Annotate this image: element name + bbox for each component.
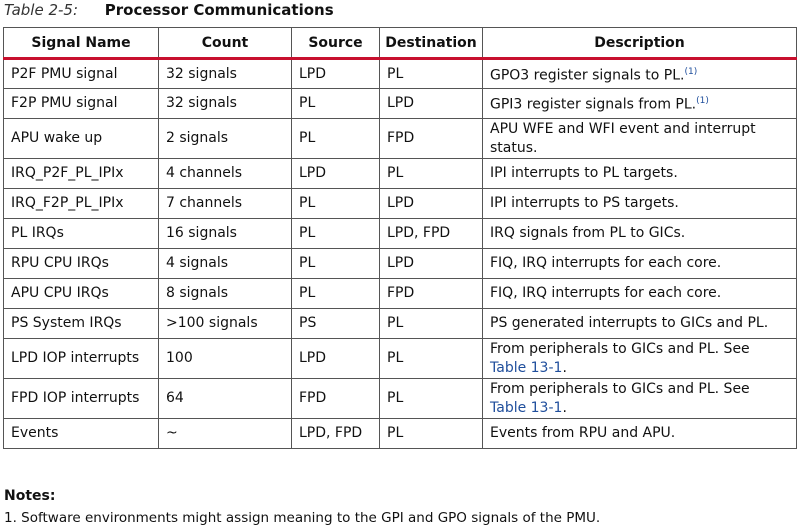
cell-description: From peripherals to GICs and PL. See Tab…: [482, 338, 797, 379]
cell-destination: LPD, FPD: [379, 218, 483, 249]
cell-signal-name: APU wake up: [3, 118, 159, 159]
table-reference-link[interactable]: Table 13-1: [490, 399, 563, 416]
table-number: Table 2-5:: [4, 1, 79, 19]
cell-description: FIQ, IRQ interrupts for each core.: [482, 248, 797, 279]
table-row: Events ~ LPD, FPD PL Events from RPU and…: [3, 418, 797, 449]
cell-source: PL: [291, 278, 380, 309]
cell-count: 4 channels: [158, 158, 292, 189]
table-header-row: Signal Name Count Source Destination Des…: [3, 27, 797, 60]
cell-source: PL: [291, 218, 380, 249]
table-row: IRQ_F2P_PL_IPIx 7 channels PL LPD IPI in…: [3, 188, 797, 219]
note-item: 1. Software environments might assign me…: [4, 510, 601, 526]
description-end: .: [562, 359, 567, 376]
table-row: APU CPU IRQs 8 signals PL FPD FIQ, IRQ i…: [3, 278, 797, 309]
header-description: Description: [482, 27, 797, 60]
table-reference-link[interactable]: Table 13-1: [490, 359, 563, 376]
cell-signal-name: PL IRQs: [3, 218, 159, 249]
cell-source: PL: [291, 248, 380, 279]
cell-signal-name: RPU CPU IRQs: [3, 248, 159, 279]
table-row: RPU CPU IRQs 4 signals PL LPD FIQ, IRQ i…: [3, 248, 797, 279]
table-row: PS System IRQs >100 signals PS PL PS gen…: [3, 308, 797, 339]
cell-destination: LPD: [379, 248, 483, 279]
cell-signal-name: P2F PMU signal: [3, 58, 159, 89]
cell-signal-name: Events: [3, 418, 159, 449]
cell-destination: PL: [379, 308, 483, 339]
cell-source: LPD, FPD: [291, 418, 380, 449]
cell-signal-name: LPD IOP interrupts: [3, 338, 159, 379]
header-count: Count: [158, 27, 292, 60]
table-row: IRQ_P2F_PL_IPIx 4 channels LPD PL IPI in…: [3, 158, 797, 189]
table-row: APU wake up 2 signals PL FPD APU WFE and…: [3, 118, 797, 159]
cell-description: APU WFE and WFI event and interrupt stat…: [482, 118, 797, 159]
notes-heading: Notes:: [4, 488, 56, 504]
cell-destination: FPD: [379, 278, 483, 309]
cell-count: 7 channels: [158, 188, 292, 219]
cell-destination: PL: [379, 418, 483, 449]
cell-count: 32 signals: [158, 88, 292, 119]
cell-description: FIQ, IRQ interrupts for each core.: [482, 278, 797, 309]
cell-count: 32 signals: [158, 58, 292, 89]
description-end: .: [562, 399, 567, 416]
cell-source: PL: [291, 188, 380, 219]
cell-destination: PL: [379, 378, 483, 419]
cell-count: 100: [158, 338, 292, 379]
cell-description: GPO3 register signals to PL.(1): [482, 58, 797, 89]
cell-destination: PL: [379, 58, 483, 89]
table-row: P2F PMU signal 32 signals LPD PL GPO3 re…: [3, 58, 797, 89]
description-text: From peripherals to GICs and PL. See: [490, 340, 750, 357]
header-destination: Destination: [379, 27, 483, 60]
cell-destination: FPD: [379, 118, 483, 159]
cell-count: 4 signals: [158, 248, 292, 279]
description-text: GPO3 register signals to PL.: [490, 67, 685, 84]
cell-count: 16 signals: [158, 218, 292, 249]
cell-count: 8 signals: [158, 278, 292, 309]
cell-source: PL: [291, 88, 380, 119]
cell-destination: PL: [379, 338, 483, 379]
processor-communications-table: Signal Name Count Source Destination Des…: [3, 27, 797, 449]
cell-destination: LPD: [379, 188, 483, 219]
table-row: FPD IOP interrupts 64 FPD PL From periph…: [3, 378, 797, 419]
cell-signal-name: F2P PMU signal: [3, 88, 159, 119]
cell-destination: PL: [379, 158, 483, 189]
cell-signal-name: IRQ_P2F_PL_IPIx: [3, 158, 159, 189]
cell-destination: LPD: [379, 88, 483, 119]
table-row: F2P PMU signal 32 signals PL LPD GPI3 re…: [3, 88, 797, 119]
cell-source: LPD: [291, 158, 380, 189]
footnote-ref[interactable]: (1): [696, 96, 709, 107]
description-text: From peripherals to GICs and PL. See: [490, 380, 750, 397]
cell-count: 64: [158, 378, 292, 419]
cell-description: Events from RPU and APU.: [482, 418, 797, 449]
cell-description: IRQ signals from PL to GICs.: [482, 218, 797, 249]
cell-count: 2 signals: [158, 118, 292, 159]
footnote-ref[interactable]: (1): [684, 66, 698, 77]
cell-signal-name: FPD IOP interrupts: [3, 378, 159, 419]
cell-description: From peripherals to GICs and PL. See Tab…: [482, 378, 797, 419]
cell-description: IPI interrupts to PL targets.: [482, 158, 797, 189]
cell-source: LPD: [291, 338, 380, 379]
table-title: Processor Communications: [104, 1, 334, 19]
table-row: LPD IOP interrupts 100 LPD PL From perip…: [3, 338, 797, 379]
description-text: GPI3 register signals from PL.: [490, 96, 697, 113]
cell-description: PS generated interrupts to GICs and PL.: [482, 308, 797, 339]
cell-count: >100 signals: [158, 308, 292, 339]
cell-description: IPI interrupts to PS targets.: [482, 188, 797, 219]
cell-source: PL: [291, 118, 380, 159]
cell-source: LPD: [291, 58, 380, 89]
cell-signal-name: IRQ_F2P_PL_IPIx: [3, 188, 159, 219]
cell-source: PS: [291, 308, 380, 339]
cell-source: FPD: [291, 378, 380, 419]
cell-description: GPI3 register signals from PL.(1): [482, 88, 797, 119]
cell-signal-name: PS System IRQs: [3, 308, 159, 339]
cell-signal-name: APU CPU IRQs: [3, 278, 159, 309]
table-row: PL IRQs 16 signals PL LPD, FPD IRQ signa…: [3, 218, 797, 249]
table-caption: Table 2-5: Processor Communications: [4, 0, 334, 20]
cell-count: ~: [158, 418, 292, 449]
header-source: Source: [291, 27, 380, 60]
header-signal-name: Signal Name: [3, 27, 159, 60]
